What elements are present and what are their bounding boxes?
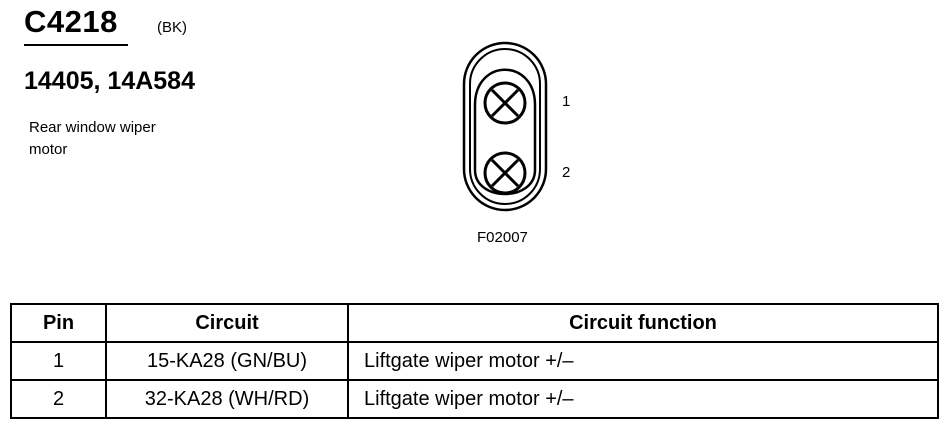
connector-cavity-wall <box>473 105 537 196</box>
figure-code: F02007 <box>477 229 528 246</box>
pin-2-label: 2 <box>562 164 571 181</box>
part-numbers: 14405, 14A584 <box>24 67 195 95</box>
connector-face-diagram <box>462 41 548 212</box>
pin-cell: 1 <box>10 341 107 381</box>
header-pin: Pin <box>10 303 107 343</box>
connector-inner-shell <box>469 48 541 205</box>
pin-2-terminal <box>483 151 527 195</box>
connector-keyway <box>473 68 537 106</box>
circuit-cell: 32-KA28 (WH/RD) <box>105 379 349 419</box>
header-circuit-function: Circuit function <box>347 303 939 343</box>
component-description-line-1: Rear window wiper <box>29 119 156 136</box>
connector-outer-shell <box>462 41 548 212</box>
table-row: 2 32-KA28 (WH/RD) Liftgate wiper motor +… <box>10 379 939 419</box>
pin-1-terminal <box>483 81 527 125</box>
pin-cell: 2 <box>10 379 107 419</box>
component-description-line-2: motor <box>29 141 68 158</box>
pin-table: Pin Circuit Circuit function 1 15-KA28 (… <box>10 303 939 419</box>
table-header-row: Pin Circuit Circuit function <box>10 303 939 343</box>
pin-1-label: 1 <box>562 93 571 110</box>
header-circuit: Circuit <box>105 303 349 343</box>
circuit-cell: 15-KA28 (GN/BU) <box>105 341 349 381</box>
circuit-function-cell: Liftgate wiper motor +/– <box>347 379 939 419</box>
connector-id: C4218 <box>24 4 118 39</box>
connector-color: (BK) <box>157 19 187 36</box>
connector-id-underline <box>24 44 128 46</box>
circuit-function-cell: Liftgate wiper motor +/– <box>347 341 939 381</box>
table-row: 1 15-KA28 (GN/BU) Liftgate wiper motor +… <box>10 341 939 381</box>
component-description: Rear window wiper motor <box>29 117 229 161</box>
